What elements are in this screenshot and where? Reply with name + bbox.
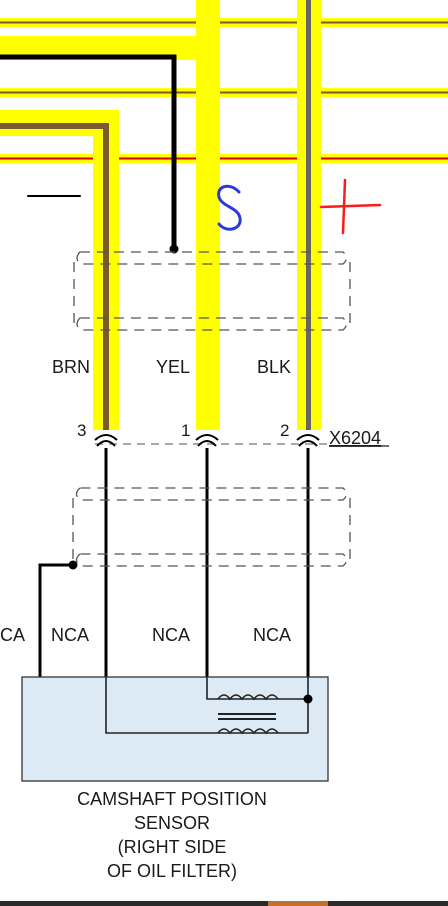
- nca-label-blk: NCA: [253, 625, 291, 645]
- sensor-junction-dot: [303, 694, 313, 704]
- label-blk: BLK: [257, 357, 291, 377]
- drain-junction-dot: [68, 560, 78, 570]
- handwritten-plus: [319, 178, 382, 235]
- nca-label-brn: NCA: [51, 625, 89, 645]
- lower-shield: [72, 487, 351, 567]
- connector-id: X6204: [329, 428, 381, 448]
- sensor-caption-line3: (RIGHT SIDE: [118, 837, 227, 857]
- horizontal-buses: [0, 18, 448, 163]
- pin-2-label: 2: [280, 421, 289, 440]
- bottom-bar: [0, 901, 448, 906]
- label-brn: BRN: [52, 357, 90, 377]
- wire-blk: [297, 0, 321, 430]
- sensor-caption-line1: CAMSHAFT POSITION: [77, 789, 267, 809]
- pin-1-label: 1: [181, 421, 190, 440]
- sensor-caption-line4: OF OIL FILTER): [107, 861, 237, 881]
- handwritten-s: [217, 184, 242, 231]
- wire-black-left: [0, 36, 196, 254]
- pin-3-label: 3: [77, 421, 86, 440]
- nca-label-yel: NCA: [152, 625, 190, 645]
- camshaft-sensor-box: [21, 676, 329, 782]
- junction-dot: [169, 244, 179, 254]
- nca-label-left-cut: CA: [0, 625, 25, 645]
- connector-x6204: 3 1 2 X6204: [77, 421, 389, 448]
- upper-shield: [73, 251, 351, 331]
- sensor-caption-line2: SENSOR: [134, 813, 210, 833]
- wire-brn: [0, 110, 119, 430]
- lower-wires: [38, 448, 310, 678]
- wire-yel: [196, 0, 220, 430]
- label-yel: YEL: [156, 357, 190, 377]
